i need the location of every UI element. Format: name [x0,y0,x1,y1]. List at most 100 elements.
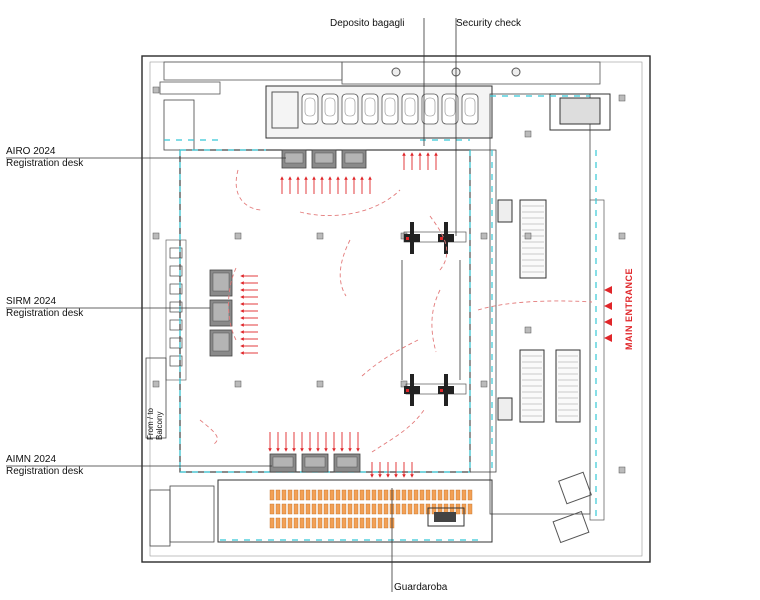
wardrobe-rack [323,489,329,501]
column [152,380,160,388]
glass-walls [164,95,597,541]
wardrobe-rack [371,489,377,501]
upper-booth-block [265,85,493,139]
wardrobe-rack [281,517,287,529]
booth [461,93,479,125]
column [152,232,160,240]
booth-seat [464,97,476,117]
wardrobe-rack [275,503,281,515]
wardrobe-rack [419,503,425,515]
booth-seat [324,97,336,117]
column [618,94,626,102]
wardrobe-rack [299,503,305,515]
wardrobe-rack [395,503,401,515]
column [234,380,242,388]
wardrobe-rack [443,489,449,501]
booth-seat [364,97,376,117]
label-sirm-title: SIRM 2024 [6,296,57,307]
right-corridor [469,93,611,515]
visitor-flow [199,169,593,453]
wardrobe-rack [293,489,299,501]
wardrobe-rack [467,503,473,515]
column [480,232,488,240]
seat-block [169,337,183,349]
desk-top [284,152,304,164]
booth-seat [404,97,416,117]
label-aimn-desk: Registration desk [6,466,84,477]
gate-light [440,237,443,240]
wardrobe-rack [341,517,347,529]
booth [301,93,319,125]
wardrobe-rack [467,489,473,501]
wardrobe-rack [359,489,365,501]
wardrobe-rack [371,517,377,529]
wardrobe-rack [347,517,353,529]
label-aimn-title: AIMN 2024 [6,454,57,465]
desk-top [272,456,294,468]
booth [401,93,419,125]
booth [321,93,339,125]
column [524,326,532,334]
booth-seat [444,97,456,117]
wardrobe-rack [341,489,347,501]
gate-post [410,222,414,254]
column [152,86,160,94]
wardrobe-rack [323,517,329,529]
wardrobe-rack [383,517,389,529]
wardrobe-rack [269,503,275,515]
wardrobe-rack [293,517,299,529]
wardrobe-rack [377,517,383,529]
wardrobe-rack [293,503,299,515]
column [618,466,626,474]
wardrobe-rack [431,489,437,501]
wardrobe-rack [287,489,293,501]
booth-seat [424,97,436,117]
wardrobe-rack [395,489,401,501]
wardrobe-rack [371,503,377,515]
wardrobe-rack [353,489,359,501]
wardrobe-rack [377,489,383,501]
wardrobe-rack [449,489,455,501]
registration-desks [209,149,367,473]
wardrobe-rack [311,489,317,501]
column [316,380,324,388]
wardrobe-rack [281,489,287,501]
wardrobe-rack [335,489,341,501]
desk-top [212,302,230,322]
wardrobe-rack [317,489,323,501]
wardrobe-rack [329,517,335,529]
label-guardaroba: Guardaroba [394,582,448,593]
label-balcony: From / to Balcony [146,408,164,440]
wardrobe-rack [341,503,347,515]
wardrobe-rack [323,503,329,515]
desk-top [304,456,326,468]
wardrobe-rack [461,489,467,501]
booth-seat [344,97,356,117]
wardrobe-rack [335,503,341,515]
wardrobe-rack [365,489,371,501]
wardrobe-rack [275,517,281,529]
wardrobe-rack [329,503,335,515]
booth [361,93,379,125]
label-deposito-bagagli: Deposito bagagli [330,18,405,29]
desk-top [336,456,358,468]
wardrobe-rack [401,503,407,515]
label-airo-desk: Registration desk [6,158,84,169]
wardrobe-rack [407,503,413,515]
booth [441,93,459,125]
column [234,232,242,240]
wardrobe-rack [347,503,353,515]
seat-block [169,319,183,331]
wardrobe-rack [437,489,443,501]
booth-seat [304,97,316,117]
desk-top [344,152,364,164]
main-entrance-arrows [604,286,612,342]
wardrobe-rack [365,517,371,529]
label-balcony-line1: From / to [146,407,155,440]
gate-post [444,374,448,406]
desk-top [212,272,230,292]
seat-block [169,301,183,313]
wardrobe-rack [305,517,311,529]
wardrobe-rack [413,503,419,515]
wardrobe-rack [269,489,275,501]
